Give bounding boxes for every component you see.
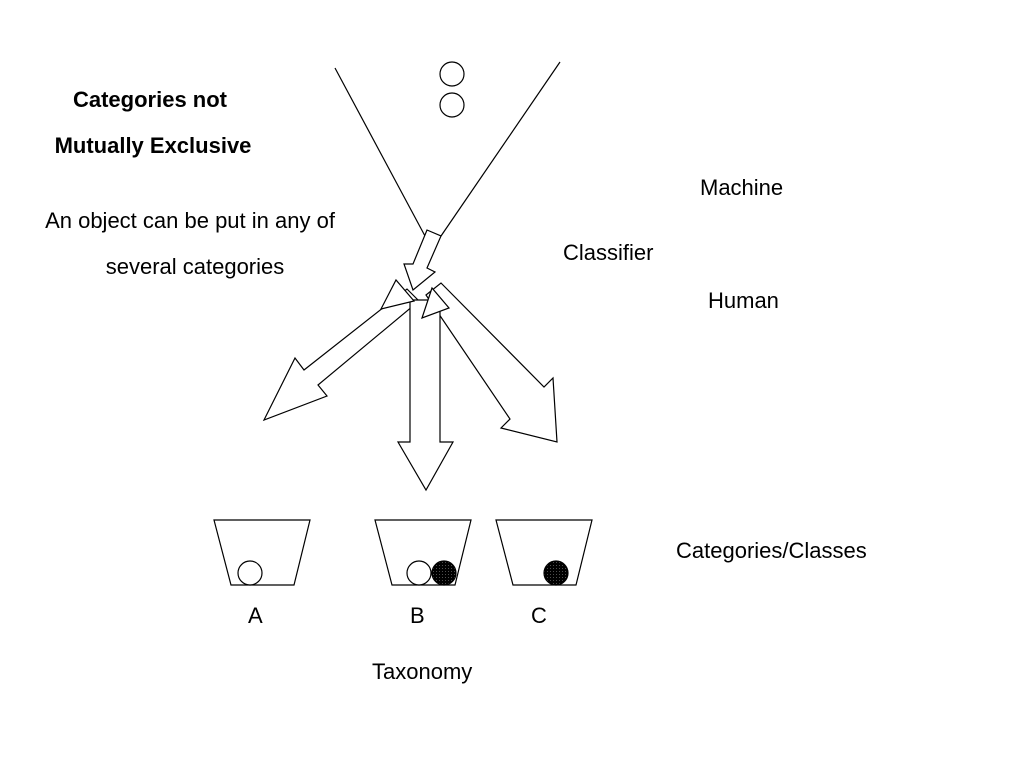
- bin-b-label: B: [410, 603, 425, 628]
- funnel-left-wall: [334, 67, 426, 237]
- funnel-outlet-arrow: [403, 229, 442, 292]
- arrow-base-right: [421, 286, 451, 319]
- title-line-1: Categories not: [72, 87, 228, 112]
- arrow-to-b: [396, 299, 455, 492]
- description-line-1: An object can be put in any of: [45, 208, 335, 233]
- classifier-label: Classifier: [563, 240, 654, 265]
- taxonomy-label: Taxonomy: [372, 659, 473, 684]
- description-line-2: several categories: [105, 254, 285, 279]
- arrow-to-c: [425, 282, 558, 443]
- bin-b-empty-object: [406, 560, 432, 586]
- bin-a-label: A: [248, 603, 263, 628]
- incoming-object-2: [439, 92, 465, 118]
- bin-c-label: C: [531, 603, 547, 628]
- human-label: Human: [708, 288, 779, 313]
- bin-b-filled-object: [431, 560, 457, 586]
- funnel-right-wall: [440, 61, 561, 237]
- arrow-base-left: [379, 278, 416, 310]
- machine-label: Machine: [700, 175, 784, 200]
- incoming-object-1: [439, 61, 465, 87]
- arrow-to-a: [262, 288, 420, 422]
- bin-a: [213, 519, 311, 586]
- categories-classes-label: Categories/Classes: [676, 538, 867, 563]
- title-line-2: Mutually Exclusive: [54, 133, 252, 158]
- bin-c: [495, 519, 593, 586]
- bin-a-empty-object: [237, 560, 263, 586]
- bin-c-filled-object: [543, 560, 569, 586]
